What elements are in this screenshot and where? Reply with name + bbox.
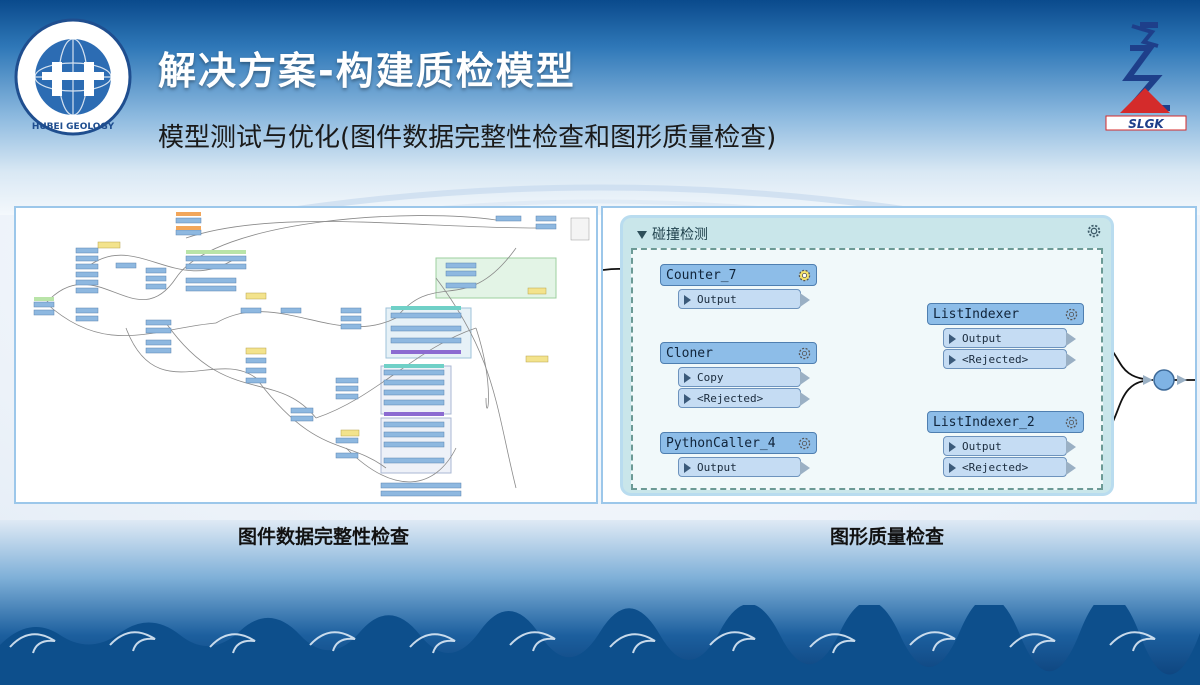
left-caption: 图件数据完整性检查: [238, 526, 410, 548]
gear-icon[interactable]: [1063, 414, 1080, 431]
junction-node[interactable]: [1153, 369, 1175, 391]
transformer-counter-7[interactable]: Counter_7: [660, 264, 817, 286]
port-triangle-icon: [684, 463, 691, 473]
output-arrow-icon[interactable]: [1066, 353, 1076, 367]
transformer-cloner[interactable]: Cloner: [660, 342, 817, 364]
transformer-name: ListIndexer: [933, 307, 1020, 322]
gear-icon[interactable]: [1063, 306, 1080, 323]
workflow-overview-canvas: [33, 212, 590, 497]
logo-text: HUBEI GEOLOGY: [32, 122, 115, 132]
transformer-name: PythonCaller_4: [666, 436, 776, 451]
output-port[interactable]: Output: [943, 436, 1076, 456]
port-triangle-icon: [684, 373, 691, 383]
output-arrow-icon[interactable]: [800, 392, 810, 406]
port-label: Copy: [697, 371, 724, 384]
port-label: <Rejected>: [697, 392, 764, 405]
port-triangle-icon: [684, 295, 691, 305]
port-triangle-icon: [949, 334, 956, 344]
rejected-port[interactable]: <Rejected>: [678, 388, 810, 408]
collision-check-workflow-screenshot: 碰撞检测 Counter_7 Output Cloner Copy <Rejec…: [601, 206, 1197, 504]
port-triangle-icon: [949, 442, 956, 452]
copy-port[interactable]: Copy: [678, 367, 810, 387]
output-port[interactable]: Output: [943, 328, 1076, 348]
output-arrow-icon[interactable]: [800, 293, 810, 307]
bookmark-title-text: 碰撞检测: [652, 227, 708, 243]
output-arrow-icon[interactable]: [1066, 461, 1076, 475]
transformer-pythoncaller-4[interactable]: PythonCaller_4: [660, 432, 817, 454]
port-triangle-icon: [949, 463, 956, 473]
logo-text: SLGK: [1128, 117, 1165, 131]
port-triangle-icon: [684, 394, 691, 404]
collapse-triangle-icon[interactable]: [637, 231, 647, 239]
transformer-name: ListIndexer_2: [933, 415, 1035, 430]
output-port[interactable]: Output: [678, 289, 810, 309]
wave-decoration: [0, 605, 1200, 685]
port-label: <Rejected>: [962, 461, 1029, 474]
gear-icon[interactable]: [796, 267, 813, 284]
gear-icon[interactable]: [796, 345, 813, 362]
output-arrow-icon[interactable]: [1066, 440, 1076, 454]
port-label: Output: [962, 332, 1002, 345]
output-arrow-icon[interactable]: [800, 461, 810, 475]
port-triangle-icon: [949, 355, 956, 365]
hubei-geology-logo: HUBEI GEOLOGY: [14, 18, 132, 136]
rejected-port[interactable]: <Rejected>: [943, 457, 1076, 477]
port-label: Output: [962, 440, 1002, 453]
slide-subtitle: 模型测试与优化(图件数据完整性检查和图形质量检查): [158, 123, 777, 153]
gear-icon[interactable]: [1085, 222, 1103, 240]
bookmark-title: 碰撞检测: [637, 224, 708, 244]
slide-title: 解决方案-构建质检模型: [158, 49, 576, 93]
port-label: <Rejected>: [962, 353, 1029, 366]
right-caption: 图形质量检查: [830, 526, 945, 548]
transformer-name: Cloner: [666, 346, 713, 361]
output-arrow-icon[interactable]: [1066, 332, 1076, 346]
transformer-listindexer-2[interactable]: ListIndexer_2: [927, 411, 1084, 433]
gear-icon[interactable]: [796, 435, 813, 452]
transformer-listindexer[interactable]: ListIndexer: [927, 303, 1084, 325]
slgk-logo: SLGK: [1105, 22, 1187, 131]
port-label: Output: [697, 293, 737, 306]
output-arrow-icon[interactable]: [800, 371, 810, 385]
output-port[interactable]: Output: [678, 457, 810, 477]
workflow-overview-screenshot: [14, 206, 598, 504]
transformer-name: Counter_7: [666, 268, 737, 283]
rejected-port[interactable]: <Rejected>: [943, 349, 1076, 369]
header-background: [0, 0, 1200, 215]
port-label: Output: [697, 461, 737, 474]
